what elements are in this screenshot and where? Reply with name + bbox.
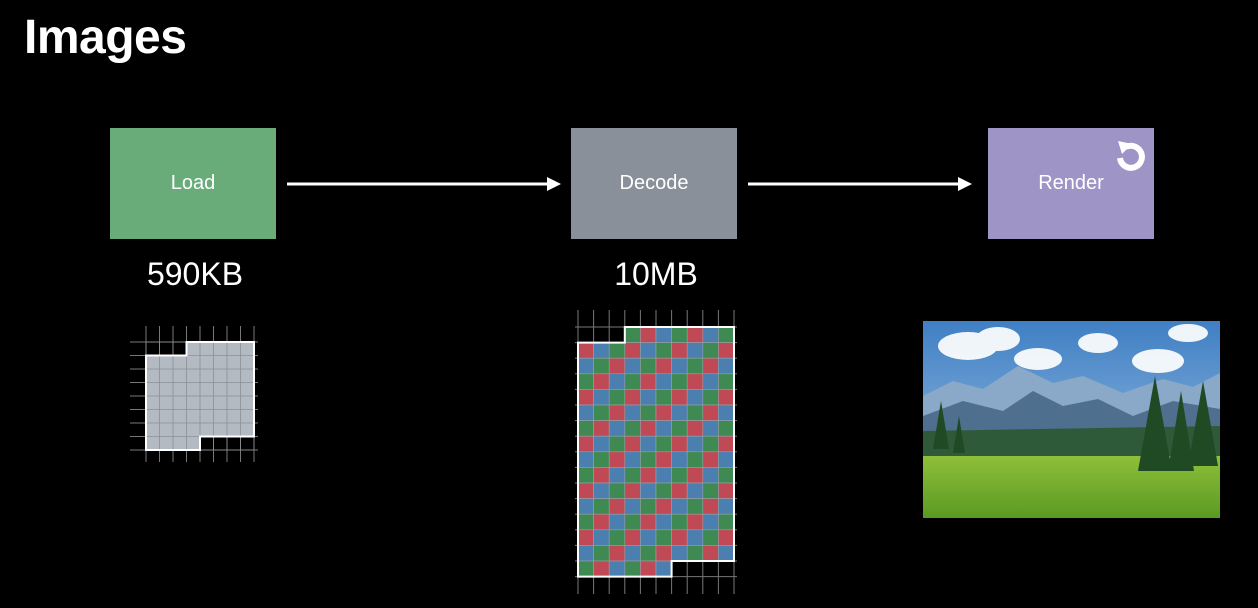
landscape-photo	[923, 321, 1220, 518]
load-stage-label: Load	[170, 172, 216, 194]
slide-title: Images	[24, 11, 187, 64]
refresh-icon	[1117, 141, 1145, 171]
decode-stage-label: Decode	[619, 172, 689, 194]
render-stage-box: Render	[988, 128, 1154, 239]
decode-size-label: 10MB	[614, 256, 698, 292]
decoded-pixel-grid	[575, 310, 737, 594]
arrow-right-icon	[748, 177, 972, 191]
load-stage-box: Load	[110, 128, 276, 239]
arrow-right-icon	[287, 177, 561, 191]
load-size-label: 590KB	[146, 256, 244, 292]
decode-stage-box: Decode	[571, 128, 737, 239]
compressed-data-grid	[130, 326, 258, 462]
render-stage-label: Render	[1038, 172, 1104, 194]
